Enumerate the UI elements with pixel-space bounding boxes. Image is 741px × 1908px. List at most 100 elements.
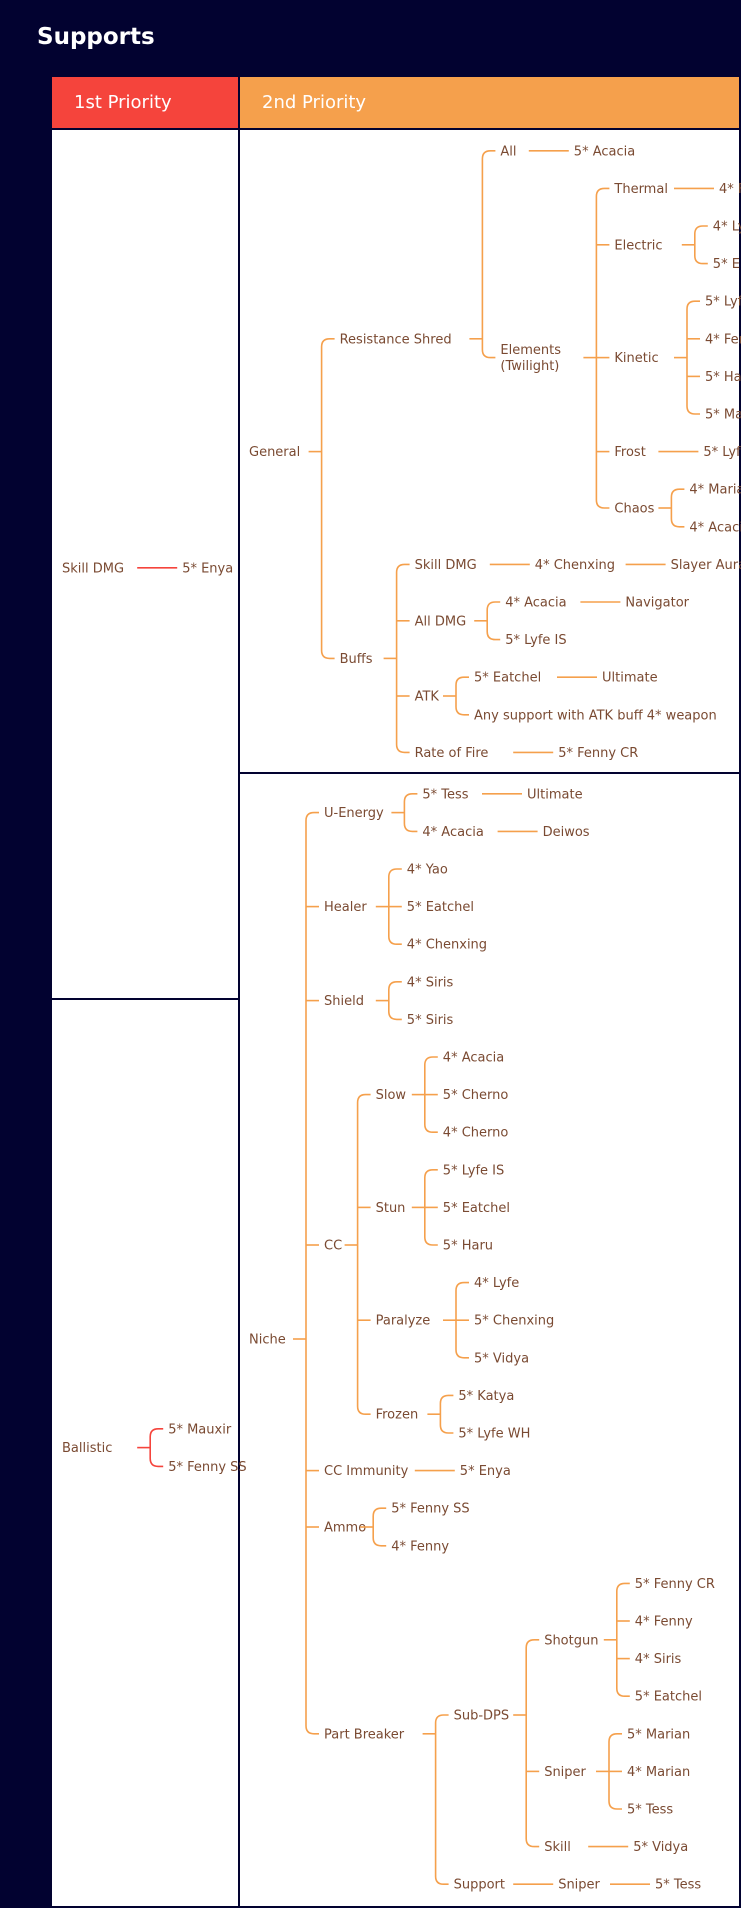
node-5-enya: 5* Enya (460, 1464, 511, 1479)
node-4-lyfe: 4* Lyfe (713, 220, 741, 235)
node-4-acacia: 4* Acacia (689, 520, 741, 535)
bracket-resistance-shred (481, 150, 496, 359)
node-buffs: Buffs (340, 652, 373, 667)
node-thermal: Thermal (613, 182, 668, 197)
node-4-fenny: 4* Fenny (635, 1615, 693, 1630)
bracket-part-breaker (434, 1714, 449, 1885)
node-5-haru: 5* Haru (705, 370, 741, 385)
node-5-eatchel: 5* Eatchel (474, 671, 541, 686)
node-4-lyfe: 4* Lyfe (474, 1276, 519, 1291)
node-chaos: Chaos (614, 502, 654, 517)
node-5-haru: 5* Haru (443, 1239, 493, 1254)
node-4-fenny: 4* Fenny (705, 332, 741, 347)
node-all: All (500, 144, 516, 159)
node-u-energy: U-Energy (324, 806, 384, 821)
node-slow: Slow (376, 1088, 407, 1103)
node-healer: Healer (324, 900, 367, 915)
node-4-acacia: 4* Acacia (505, 596, 566, 611)
bracket-u-energy (403, 793, 418, 833)
node-sniper: Sniper (544, 1765, 586, 1780)
bracket-shotgun (616, 1582, 630, 1697)
header-bar: Supports (0, 0, 741, 77)
node-skill-dmg: Skill DMG (62, 561, 124, 576)
node-stun: Stun (376, 1201, 406, 1216)
page-title: Supports (37, 24, 155, 50)
node-electric: Electric (614, 238, 662, 253)
bracket-frozen (439, 1394, 454, 1434)
bracket-niche (305, 811, 319, 1735)
bracket-elements-twilight (595, 187, 610, 509)
node-5-fenny-ss: 5* Fenny SS (168, 1460, 246, 1475)
node-4-chenxing: 4* Chenxing (535, 558, 615, 573)
node-ultimate: Ultimate (527, 787, 583, 802)
node-paralyze: Paralyze (376, 1314, 431, 1329)
bracket-kinetic (686, 300, 700, 415)
node-frost: Frost (614, 445, 645, 460)
node-4-chenxing: 4* Chenxing (407, 938, 487, 953)
node-5-siris: 5* Siris (407, 1013, 454, 1028)
bracket-shield (388, 981, 402, 1021)
first-priority-header: 1st Priority (52, 77, 238, 128)
node-shotgun: Shotgun (544, 1633, 598, 1648)
bracket-buffs (395, 563, 410, 754)
panel-niche (240, 774, 739, 1906)
panel-first-b (52, 1000, 238, 1906)
node-5-lyfe-is: 5* Lyfe IS (505, 633, 566, 648)
node-kinetic: Kinetic (614, 351, 658, 366)
node-5-cherno: 5* Cherno (443, 1088, 509, 1103)
node-any-support-with-atk-buff-4-weapon: Any support with ATK buff 4* weapon (474, 708, 717, 723)
node-5-mauxir: 5* Mauxir (168, 1422, 232, 1437)
bracket-sub-dps (525, 1639, 540, 1848)
node-skill: Skill (544, 1840, 571, 1855)
node-4-siris: 4* Siris (635, 1652, 682, 1667)
node-5-acacia: 5* Acacia (574, 144, 635, 159)
node-slayer-aura: Slayer Aura (671, 558, 741, 573)
node-5-lyfe-wh: 5* Lyfe WH (703, 445, 741, 460)
node-4-cherno: 4* Cherno (443, 1126, 509, 1141)
node-4-yao: 4* Yao (407, 863, 448, 878)
panel-first-a (52, 130, 238, 998)
node-rate-of-fire: Rate of Fire (415, 746, 489, 761)
node-5-chenxing: 5* Chenxing (474, 1314, 554, 1329)
node-5-lyfe-wh: 5* Lyfe WH (458, 1427, 530, 1442)
node-sub-dps: Sub-DPS (454, 1709, 510, 1724)
node-5-fenny-cr: 5* Fenny CR (558, 746, 638, 761)
node-4-marian: 4* Marian (689, 483, 741, 498)
node-5-marian: 5* Marian (705, 408, 741, 423)
node-5-tess: 5* Tess (655, 1878, 701, 1893)
panel-general (240, 130, 739, 772)
node-5-fenny-ss: 5* Fenny SS (391, 1502, 469, 1517)
node-5-enya: 5* Enya (713, 257, 741, 272)
node-5-lyfe-is: 5* Lyfe IS (443, 1163, 504, 1178)
node-5-marian: 5* Marian (627, 1727, 690, 1742)
node-5-fenny-cr: 5* Fenny CR (635, 1577, 715, 1592)
bracket-cc (356, 1093, 371, 1415)
node-part-breaker: Part Breaker (324, 1727, 405, 1742)
node-general: General (249, 445, 300, 460)
bracket-atk (455, 676, 469, 716)
node-niche: Niche (249, 1333, 286, 1348)
node-support: Support (454, 1878, 505, 1893)
bracket-ballistic (149, 1428, 164, 1468)
node-5-lyfe-is: 5* Lyfe IS (705, 295, 741, 310)
node-ballistic: Ballistic (62, 1441, 112, 1456)
bracket-ammo (372, 1507, 387, 1547)
node-5-tess: 5* Tess (627, 1803, 673, 1818)
node-atk: ATK (415, 690, 440, 705)
node-5-katya: 5* Katya (458, 1389, 514, 1404)
node-cc-immunity: CC Immunity (324, 1464, 409, 1479)
bracket-general (320, 338, 335, 660)
node-5-enya: 5* Enya (182, 561, 233, 576)
node-navigator: Navigator (625, 596, 689, 611)
node-shield: Shield (324, 994, 364, 1009)
node-5-vidya: 5* Vidya (474, 1351, 529, 1366)
node-4-siris: 4* Siris (407, 975, 454, 990)
node-5-tess: 5* Tess (422, 787, 468, 802)
node-5-vidya: 5* Vidya (633, 1840, 688, 1855)
node-4-acacia: 4* Acacia (443, 1051, 504, 1066)
node-4-acacia: 4* Acacia (422, 825, 483, 840)
node-cc: CC (324, 1239, 342, 1254)
node-ultimate: Ultimate (602, 671, 658, 686)
node-ammo: Ammo (324, 1521, 366, 1536)
